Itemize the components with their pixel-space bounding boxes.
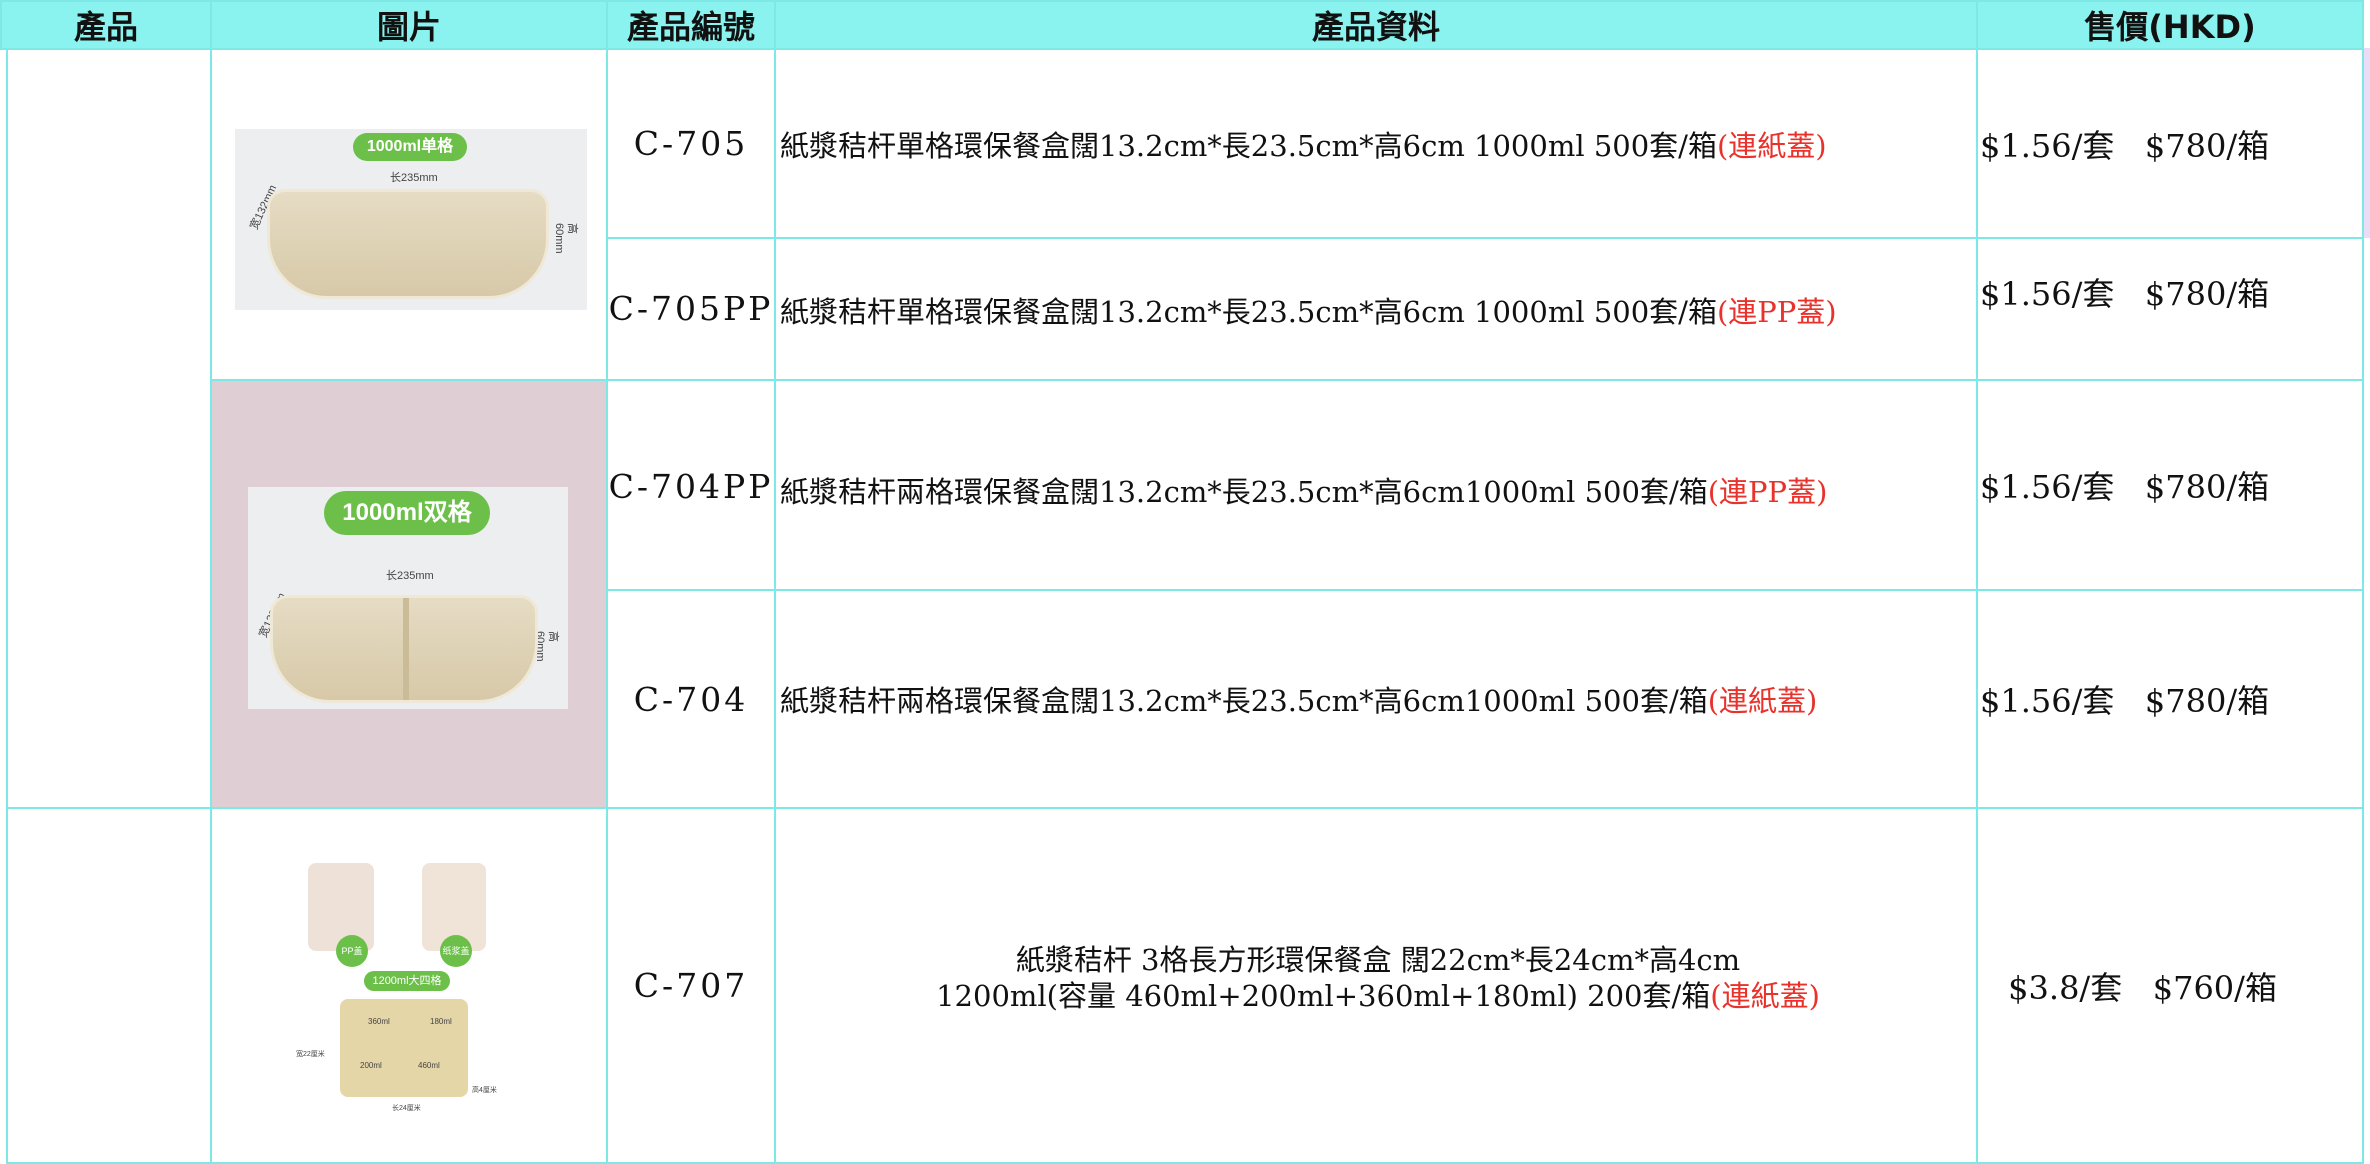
image-cell-double: 1000ml双格 长235mm 宽132mm 高60mm (210, 379, 608, 809)
price-cell: $1.56/套 $780/箱 (1976, 237, 2364, 381)
desc-cell: 紙漿秸杆兩格環保餐盒闊13.2cm*長23.5cm*高6cm1000ml 500… (774, 379, 1978, 591)
desc-text: 紙漿秸杆單格環保餐盒闊13.2cm*長23.5cm*高6cm 1000ml 50… (780, 128, 1717, 163)
price-cell: $3.8/套 $760/箱 (1976, 807, 2364, 1164)
lid-note: (連PP蓋) (1716, 295, 1837, 329)
width-label: 宽22厘米 (296, 1051, 325, 1058)
bowl-image (267, 189, 549, 299)
height-label: 高60mm (553, 223, 578, 254)
image-cell-four: PP盖 纸浆盖 1200ml大四格 360ml 180ml 200ml 460m… (210, 807, 608, 1164)
tray-image: 360ml 180ml 200ml 460ml (340, 999, 468, 1097)
compartment-label: 460ml (418, 1061, 440, 1070)
edge-decoration (2362, 48, 2370, 238)
price-cell: $1.56/套 $780/箱 (1976, 379, 2364, 591)
desc-text: 紙漿秸杆 3格長方形環保餐盒 闊22cm*長24cm*高4cm (1015, 942, 1741, 977)
length-label: 长235mm (386, 570, 434, 582)
header-info: 產品資料 (774, 0, 1978, 50)
height-label: 高4厘米 (472, 1087, 497, 1094)
length-label: 长24厘米 (392, 1105, 421, 1112)
pp-lid-label: PP盖 (336, 935, 368, 967)
desc-text: 紙漿秸杆兩格環保餐盒闊13.2cm*長23.5cm*高6cm1000ml 500… (780, 684, 1708, 718)
desc-text: 紙漿秸杆單格環保餐盒闊13.2cm*長23.5cm*高6cm 1000ml 50… (780, 295, 1717, 329)
code-cell: C-704PP (606, 379, 776, 591)
bowl-image (270, 595, 538, 703)
product-image-four: PP盖 纸浆盖 1200ml大四格 360ml 180ml 200ml 460m… (292, 859, 518, 1117)
lid-note: (連紙蓋) (1707, 684, 1818, 718)
compartment-label: 360ml (368, 1017, 390, 1026)
desc-cell: 紙漿秸杆 3格長方形環保餐盒 闊22cm*長24cm*高4cm 1200ml(容… (774, 807, 1978, 1164)
pp-lid-image (308, 863, 374, 951)
header-image: 圖片 (210, 0, 608, 50)
lid-note: (連紙蓋) (1710, 978, 1820, 1013)
header-code: 產品編號 (606, 0, 776, 50)
product-image-double: 1000ml双格 长235mm 宽132mm 高60mm (248, 487, 568, 709)
product-cell-1 (6, 48, 212, 809)
desc-cell: 紙漿秸杆單格環保餐盒闊13.2cm*長23.5cm*高6cm 1000ml 50… (774, 48, 1978, 239)
price-cell: $1.56/套 $780/箱 (1976, 589, 2364, 809)
desc-text-2: 1200ml(容量 460ml+200ml+360ml+180ml) 200套/… (936, 978, 1711, 1013)
header-product: 產品 (0, 0, 212, 50)
capacity-label: 1000ml单格 (353, 133, 467, 161)
pulp-lid-label: 纸浆盖 (440, 935, 472, 967)
header-price: 售價(HKD) (1976, 0, 2364, 50)
code-cell: C-705PP (606, 237, 776, 381)
product-cell-2 (6, 807, 212, 1164)
desc-text: 紙漿秸杆兩格環保餐盒闊13.2cm*長23.5cm*高6cm1000ml 500… (780, 475, 1708, 509)
lid-note: (連PP蓋) (1707, 475, 1828, 509)
height-label: 高60mm (534, 631, 559, 662)
capacity-label: 1000ml双格 (324, 491, 490, 535)
compartment-label: 200ml (360, 1061, 382, 1070)
code-cell: C-705 (606, 48, 776, 239)
code-cell: C-704 (606, 589, 776, 809)
capacity-label: 1200ml大四格 (364, 971, 450, 991)
lid-note: (連紙蓋) (1716, 128, 1827, 163)
desc-cell: 紙漿秸杆兩格環保餐盒闊13.2cm*長23.5cm*高6cm1000ml 500… (774, 589, 1978, 809)
price-cell: $1.56/套 $780/箱 (1976, 48, 2364, 239)
code-cell: C-707 (606, 807, 776, 1164)
image-cell-single: 1000ml单格 长235mm 宽132mm 高60mm (210, 48, 608, 381)
length-label: 长235mm (390, 172, 438, 184)
desc-cell: 紙漿秸杆單格環保餐盒闊13.2cm*長23.5cm*高6cm 1000ml 50… (774, 237, 1978, 381)
compartment-label: 180ml (430, 1017, 452, 1026)
product-image-single: 1000ml单格 长235mm 宽132mm 高60mm (235, 129, 587, 310)
